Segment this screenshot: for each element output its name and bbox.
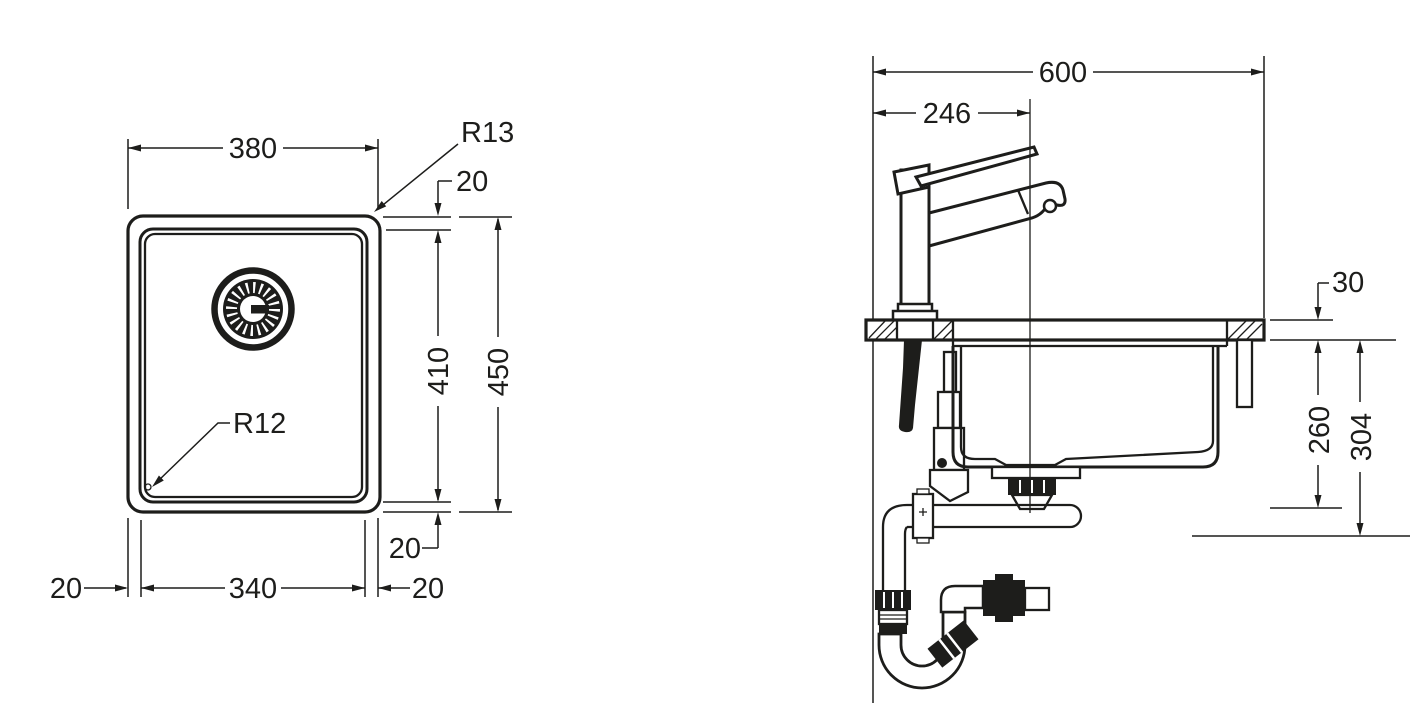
bracket-screw xyxy=(937,458,947,468)
bowl-rim-inner xyxy=(143,232,364,499)
plan-dimensions: 380 R13 20 410 450 20 xyxy=(50,117,515,605)
drain-assembly xyxy=(990,465,1082,511)
bowl-outer-wall xyxy=(951,346,1220,469)
countertop xyxy=(864,318,1266,342)
pipe-horizontal xyxy=(907,503,1070,529)
corner-radius-mark xyxy=(144,483,152,491)
dim-bowl-depth-label: 260 xyxy=(1304,406,1336,454)
trap-outlet-elbow xyxy=(939,584,985,614)
outlet-flange-1 xyxy=(983,580,995,616)
leader-20-top xyxy=(437,180,452,205)
outlet-flange-2 xyxy=(995,574,1013,622)
sink-outline-plan xyxy=(126,214,382,514)
strainer-ticks xyxy=(226,282,280,336)
ext-right-dims xyxy=(1192,319,1410,537)
faucet-aerator xyxy=(1042,198,1058,214)
faucet-spout xyxy=(927,180,1067,248)
dim-overall-height-label: 450 xyxy=(483,348,515,396)
leader-30 xyxy=(1317,282,1329,308)
dim-rim-top-label: 20 xyxy=(456,166,488,198)
trap-nut-ribs xyxy=(883,592,903,608)
dim-drain-offset-label: 246 xyxy=(923,98,971,130)
dim-inner-width-label: 340 xyxy=(229,573,277,605)
pipe-elbow-down xyxy=(881,503,908,592)
sink-bowl-section xyxy=(951,340,1229,469)
section-dimensions: 600 246 30 260 304 xyxy=(873,57,1410,537)
drain-locknut-flange xyxy=(990,465,1082,480)
faucet-lever xyxy=(913,145,1040,188)
bracket-mid xyxy=(936,390,962,430)
strainer-outer-ring xyxy=(211,267,295,351)
dim-overall-depth-label: 304 xyxy=(1346,413,1378,461)
ext-right xyxy=(383,216,512,513)
drain-tail-funnel xyxy=(1010,493,1054,511)
trap-clamp xyxy=(927,620,979,668)
union-tab-bottom xyxy=(916,537,930,544)
bracket-foot xyxy=(928,468,970,503)
cabinet-panel-stub xyxy=(1235,338,1254,409)
plan-view: 380 R13 20 410 450 20 xyxy=(50,117,515,605)
bowl-inner-wall xyxy=(959,346,1215,467)
ext-top xyxy=(127,139,379,209)
drain-strainer xyxy=(211,267,295,351)
leader-r13 xyxy=(377,143,459,210)
trap-collar-lines xyxy=(879,614,907,620)
leader-r12 xyxy=(156,422,230,483)
dim-overall-width-label: 600 xyxy=(1039,57,1087,89)
faucet xyxy=(891,145,1067,322)
union-tab-top xyxy=(916,488,930,495)
union-mark xyxy=(919,508,927,516)
bowl-rim-flange xyxy=(951,340,1229,348)
dim-margin-left-label: 20 xyxy=(50,573,82,605)
mounting-bracket xyxy=(928,350,970,503)
trap-band xyxy=(879,624,907,634)
section-view: 600 246 30 260 304 xyxy=(864,56,1410,703)
trap-collar xyxy=(877,608,909,626)
faucet-shank-hose xyxy=(898,340,922,433)
outlet-flange-3 xyxy=(1013,580,1025,616)
drain-nut-ribs xyxy=(1019,480,1045,493)
leader-20-bottom xyxy=(422,524,439,549)
dim-outer-radius-label: R13 xyxy=(461,117,514,149)
dim-inner-radius-label: R12 xyxy=(233,408,286,440)
faucet-spout-joint xyxy=(1016,189,1030,215)
counter-hatch xyxy=(868,319,1263,341)
ext-bottom xyxy=(127,518,379,597)
dim-inner-height-label: 410 xyxy=(423,347,455,395)
sink-outer-rim xyxy=(126,214,382,514)
strainer-slot xyxy=(251,305,269,314)
outlet-stub xyxy=(1023,586,1051,612)
bowl-rim-outer xyxy=(138,227,369,504)
counter-cut-edges xyxy=(895,320,1229,340)
counter-slab xyxy=(864,318,1266,342)
pipe-end-cap xyxy=(1069,503,1083,529)
dim-counter-thickness-label: 30 xyxy=(1332,267,1364,299)
p-trap xyxy=(875,574,1051,690)
dim-rim-bottom-label: 20 xyxy=(389,533,421,565)
dim-overall-width-label: 380 xyxy=(229,133,277,165)
waste-pipe xyxy=(881,488,1083,592)
dim-margin-right-label: 20 xyxy=(412,573,444,605)
